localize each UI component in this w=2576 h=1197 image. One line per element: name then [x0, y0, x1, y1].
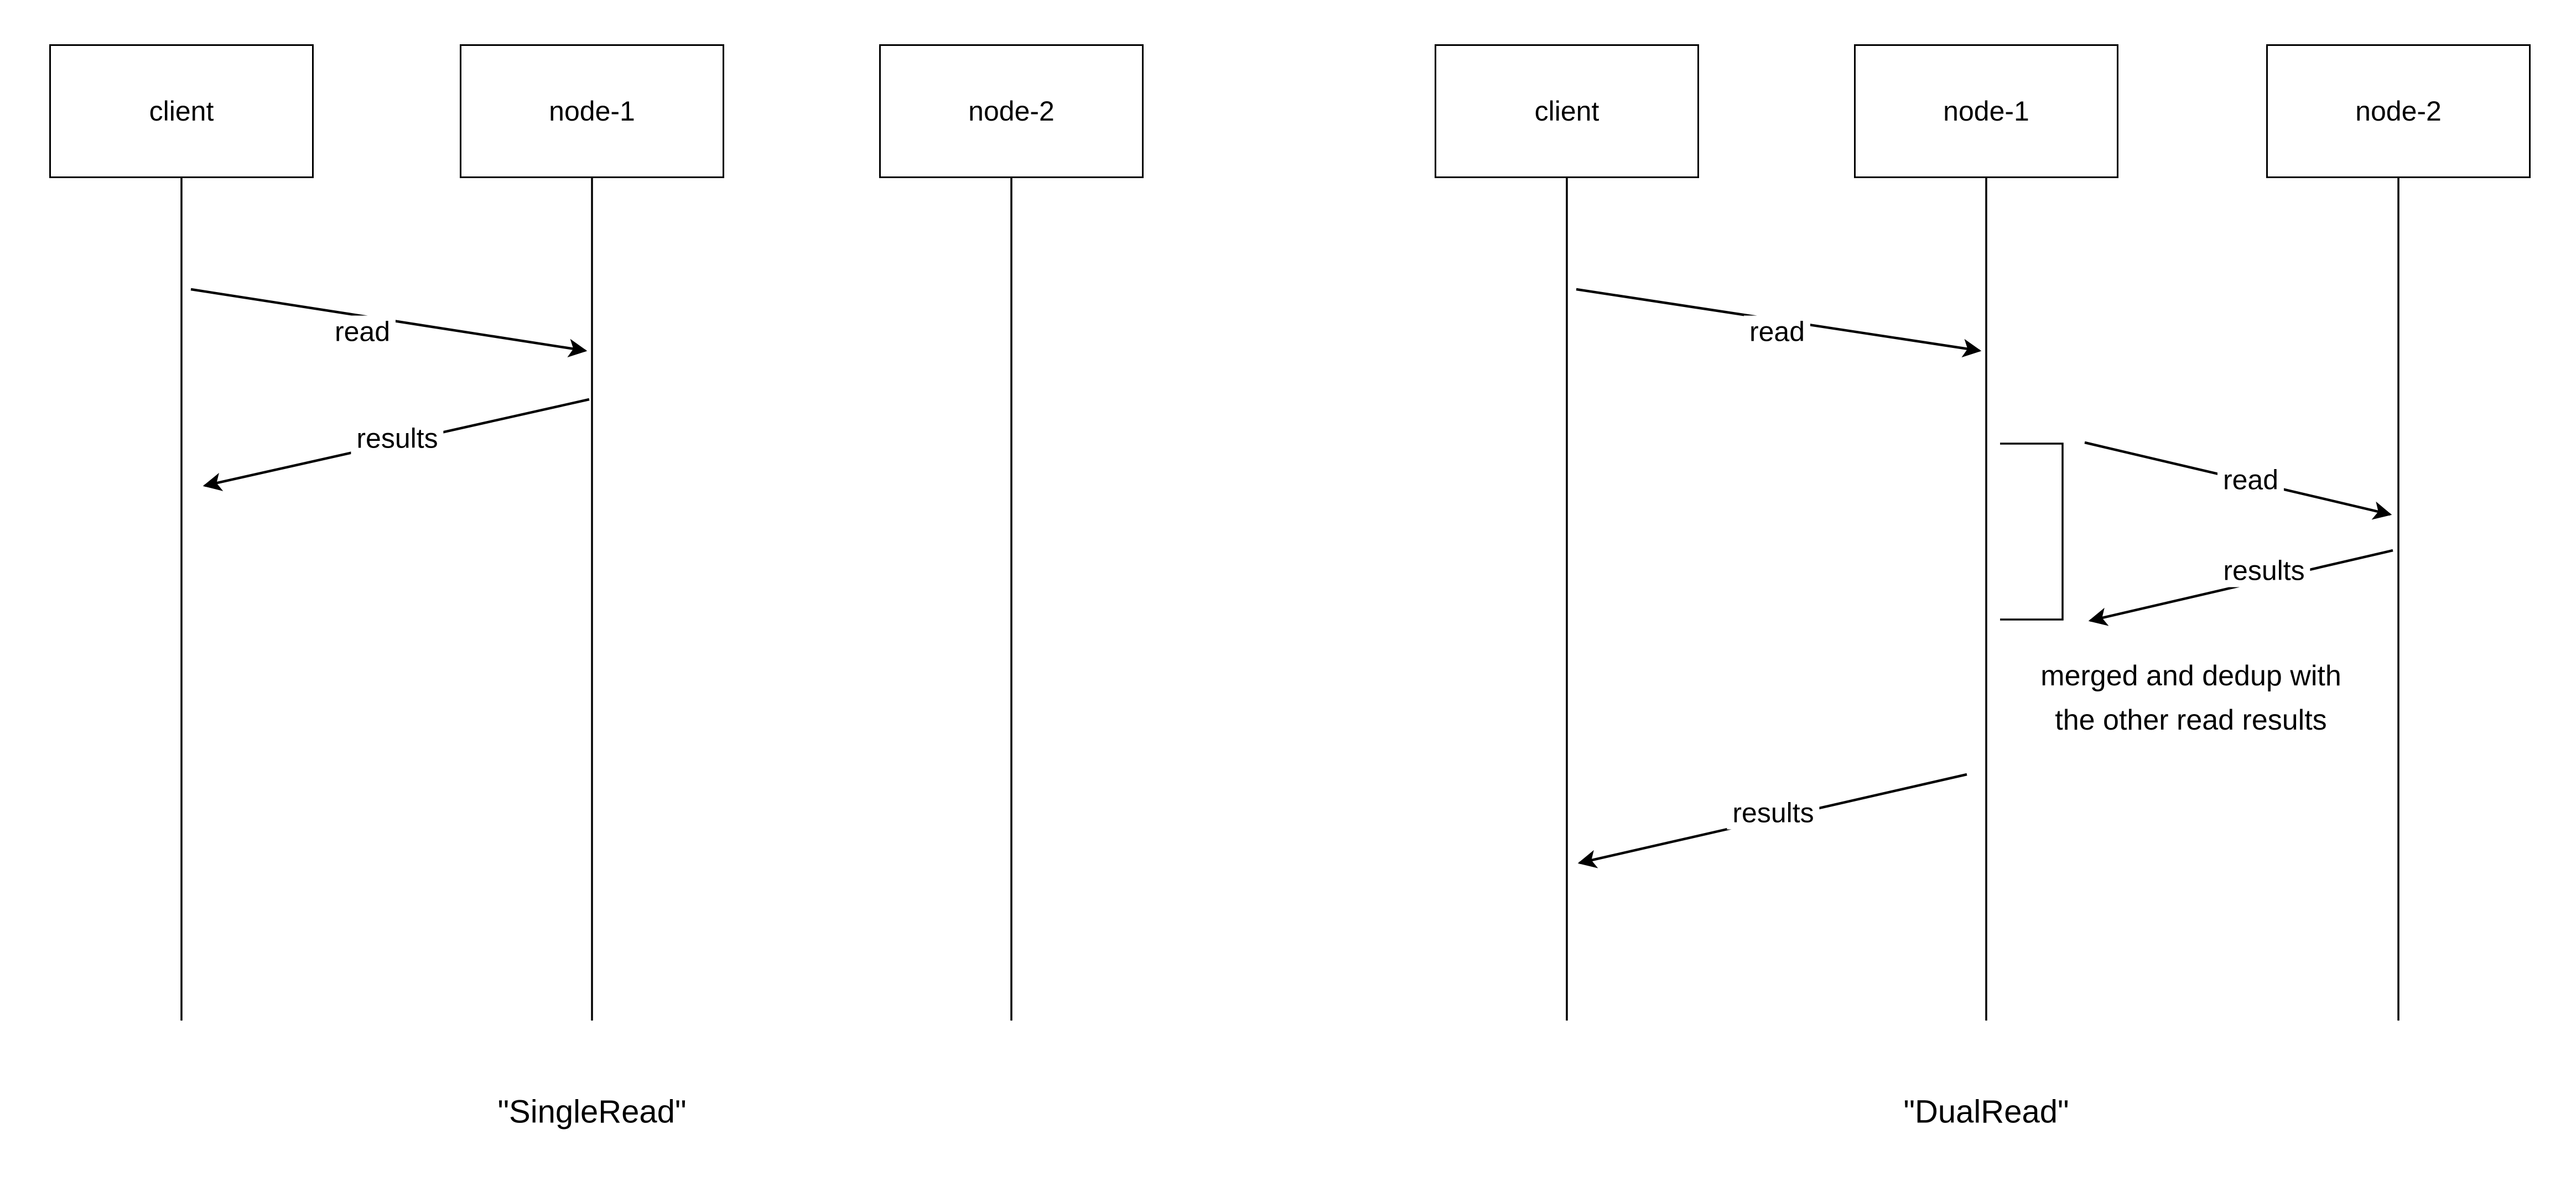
merge-note-line2: the other read results — [2055, 704, 2327, 736]
actor-left-client: client — [49, 44, 314, 178]
actor-left-node2: node-2 — [879, 44, 1144, 178]
merge-note: merged and dedup with the other read res… — [2040, 654, 2341, 742]
caption-single-read: "SingleRead" — [497, 1094, 687, 1130]
actor-right-node2: node-2 — [2266, 44, 2531, 178]
actor-left-client-label: client — [149, 96, 214, 127]
caption-dual-read: "DualRead" — [1903, 1094, 2069, 1130]
message-label-right-read2: read — [2217, 464, 2284, 497]
actor-left-node1-label: node-1 — [549, 96, 635, 127]
merge-note-line1: merged and dedup with — [2040, 660, 2341, 692]
actor-right-node2-label: node-2 — [2355, 96, 2442, 127]
actor-right-node1-label: node-1 — [1943, 96, 2029, 127]
message-label-right-results1: results — [2217, 554, 2310, 587]
actor-left-node1: node-1 — [460, 44, 724, 178]
message-label-right-read1: read — [1743, 315, 1811, 348]
actor-right-node1: node-1 — [1854, 44, 2118, 178]
actor-right-client: client — [1435, 44, 1699, 178]
message-label-right-results2: results — [1727, 797, 1820, 830]
message-label-left-read: read — [329, 315, 396, 348]
activation-bracket-node1 — [2000, 443, 2064, 621]
actor-right-client-label: client — [1534, 96, 1599, 127]
message-label-left-results: results — [351, 422, 444, 455]
actor-left-node2-label: node-2 — [968, 96, 1055, 127]
